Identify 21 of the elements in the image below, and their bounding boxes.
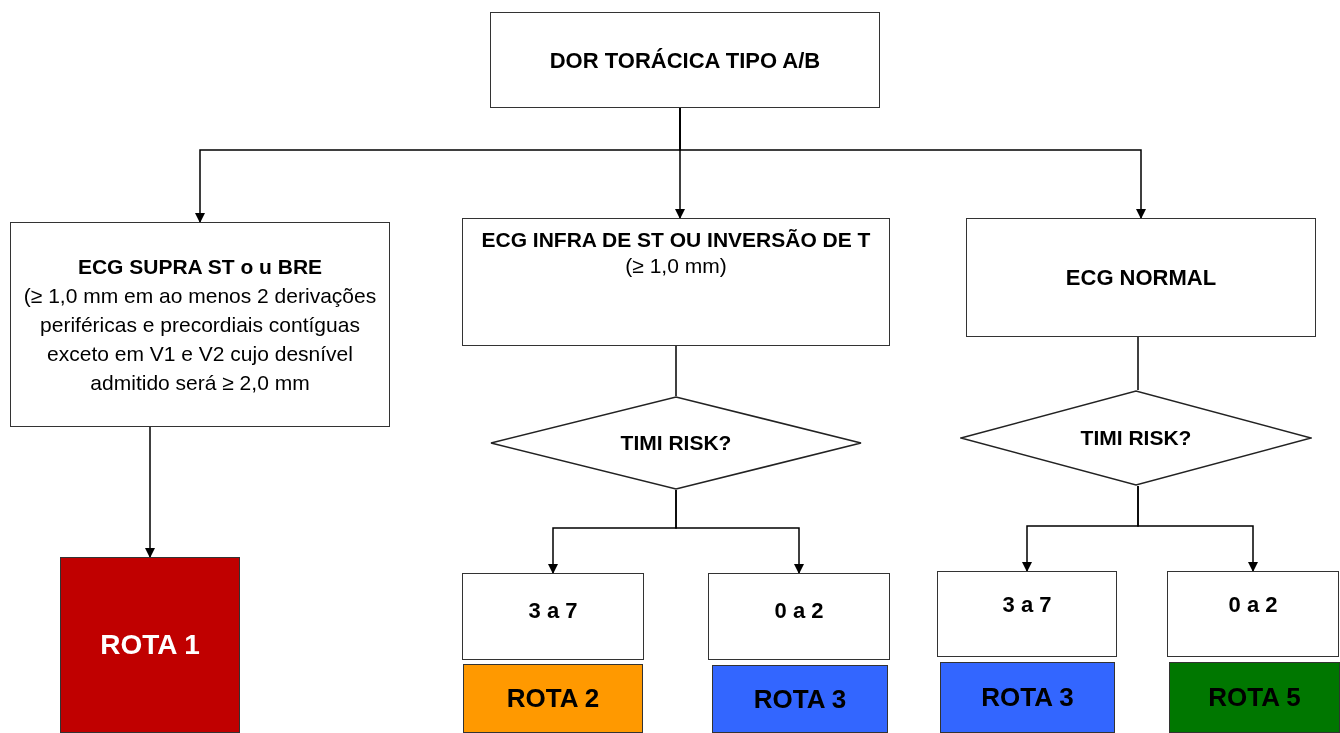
route-box: ROTA 2 bbox=[463, 664, 643, 733]
score-box: 3 a 7 bbox=[462, 573, 644, 660]
route-box: ROTA 1 bbox=[60, 557, 240, 733]
arrow bbox=[145, 426, 155, 558]
connector-line bbox=[675, 345, 677, 397]
start-box: DOR TORÁCICA TIPO A/B bbox=[490, 12, 880, 108]
route-box: ROTA 5 bbox=[1169, 662, 1340, 733]
criteria-box: ECG NORMAL bbox=[966, 218, 1316, 337]
route-box: ROTA 3 bbox=[712, 665, 888, 733]
score-box: 0 a 2 bbox=[708, 573, 890, 660]
score-box: 0 a 2 bbox=[1167, 571, 1339, 657]
arrow bbox=[1137, 485, 1258, 572]
criteria-box: ECG SUPRA ST o u BRE (≥ 1,0 mm em ao menos 2 derivações periféricas e precordiais contíguas exceto em V1 e V2 cujo desnível admitido será ≥ 2,0 mm bbox=[10, 222, 390, 427]
decision-diamond: TIMI RISK? bbox=[490, 396, 862, 490]
arrow bbox=[675, 489, 804, 574]
score-box: 3 a 7 bbox=[937, 571, 1117, 657]
route-box: ROTA 3 bbox=[940, 662, 1115, 733]
decision-diamond: TIMI RISK? bbox=[960, 390, 1312, 486]
arrow bbox=[679, 107, 1146, 219]
connector-line bbox=[1137, 336, 1139, 391]
criteria-box: ECG INFRA DE ST OU INVERSÃO DE T (≥ 1,0 mm) bbox=[462, 218, 890, 346]
